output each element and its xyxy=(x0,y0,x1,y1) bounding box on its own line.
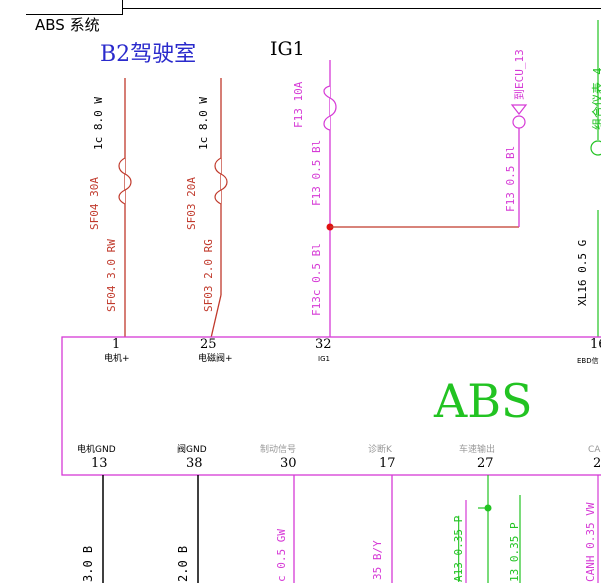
sf03-wire-lower xyxy=(210,294,222,339)
pin-name: 车速输出 xyxy=(459,443,495,455)
bottom-pin-17: 诊断K 17 xyxy=(368,443,396,471)
document-title: ABS 系统 xyxy=(35,16,100,34)
bottom-pin-2: CA 2 xyxy=(588,445,601,471)
bottom-pin-27: 车速输出 27 xyxy=(459,443,495,471)
wire-13-label: 3.0 B xyxy=(81,546,95,582)
f13-fuse-icon xyxy=(323,85,337,131)
top-pin-32: 32 IG1 xyxy=(315,337,332,363)
sf04-size-label: 1c 8.0 W xyxy=(92,97,105,150)
pin-name: EBD信 xyxy=(577,356,599,365)
pin-number: 30 xyxy=(280,456,297,471)
title-tab xyxy=(26,0,123,15)
f13c-wire-label: F13c 0.5 Bl xyxy=(310,243,323,316)
pin-number: 17 xyxy=(379,456,396,471)
sf03-wire-label: SF03 2.0 RG xyxy=(202,239,215,312)
pin-name: 诊断K xyxy=(368,443,393,455)
wire-38-label: 2.0 B xyxy=(176,546,190,582)
sf03-rating-label: SF03 20A xyxy=(185,177,198,230)
sf04-fuse-icon xyxy=(118,157,132,205)
sf04-rating-label: SF04 30A xyxy=(88,177,101,230)
wire-17-label: 35 B/Y xyxy=(371,540,384,580)
pin-number: 38 xyxy=(186,456,203,471)
pin-number: 13 xyxy=(91,456,108,471)
bottom-pin-13: 电机GND 13 xyxy=(77,443,116,471)
pin-number: 32 xyxy=(315,337,332,352)
wire-2-label: CANH 0.35 VW xyxy=(584,502,597,582)
sf03-size-label: 1c 8.0 W xyxy=(197,97,210,150)
ecu13-label: 到ECU_13 xyxy=(513,49,526,100)
wire-30-label: c 0.5 GW xyxy=(275,529,288,582)
document-tab-header xyxy=(0,0,601,15)
ig1-supply-label: IG1 xyxy=(270,38,305,60)
pin-name: 电机+ xyxy=(104,352,130,364)
cluster-label: 组合仪表 4 xyxy=(590,68,601,130)
pin-number: 27 xyxy=(477,456,494,471)
ecu13-connector-icon xyxy=(512,115,526,129)
pin-name: 阀GND xyxy=(177,444,207,455)
top-pin-1: 1 电机+ xyxy=(104,337,130,364)
pin-number: 25 xyxy=(200,337,217,352)
cluster-connector-icon xyxy=(590,140,601,156)
pin-number: 2 xyxy=(593,456,601,471)
pin-number: 1 xyxy=(112,337,120,352)
pin-name: 电机GND xyxy=(77,443,116,455)
bottom-pin-30: 制动信号 30 xyxy=(260,443,297,471)
sf04-wire-label: SF04 3.0 RW xyxy=(105,239,118,312)
pin-number: 16 xyxy=(590,337,601,352)
top-pin-25: 25 电磁阀+ xyxy=(198,337,233,364)
pin-name: CA xyxy=(588,445,601,455)
abs-module-box xyxy=(61,336,601,476)
sf03-fuse-icon xyxy=(214,157,228,205)
wire-27b-label: 13 0.35 P xyxy=(508,522,521,582)
pin-name: 电磁阀+ xyxy=(198,352,233,364)
f13-wire-label: F13 0.5 Bl xyxy=(310,140,323,206)
pin-name: IG1 xyxy=(318,355,330,363)
ecu13-arrow-icon xyxy=(510,104,528,115)
xl16-wire-label: XL16 0.5 G xyxy=(576,240,589,306)
f13-rating-label: F13 10A xyxy=(292,81,305,128)
wire-27a-label: A13 0.35 P xyxy=(452,515,465,582)
abs-module-label: ABS xyxy=(433,374,533,428)
cab-location-label: B2驾驶室 xyxy=(100,42,196,67)
bottom-pin-38: 阀GND 38 xyxy=(177,444,207,471)
ecu13-wire-label: F13 0.5 Bl xyxy=(504,146,517,212)
pin-name: 制动信号 xyxy=(260,443,296,455)
tab-rule-line xyxy=(122,8,601,9)
top-pin-16: 16 EBD信 xyxy=(577,337,601,365)
